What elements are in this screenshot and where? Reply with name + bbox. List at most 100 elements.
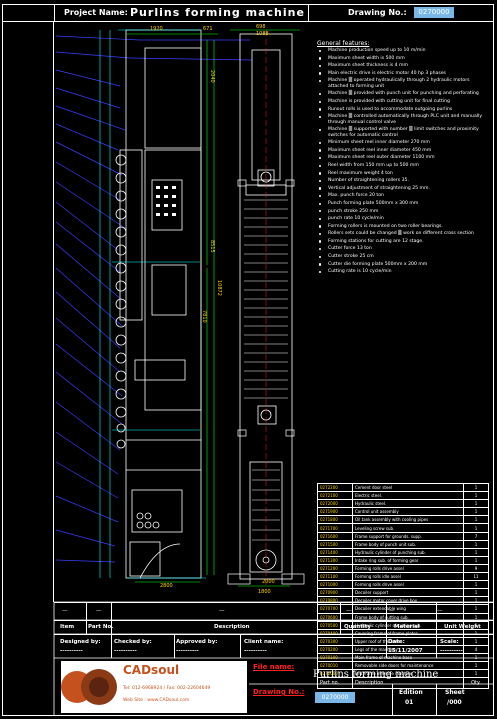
dash-cell: — <box>219 608 225 614</box>
date-value: 15/11/2007 <box>388 648 423 654</box>
drawing-no-value: 0270000 <box>315 692 355 703</box>
company-logo: CADsoul Tel: 012-6968924 / Fax: 002-2260… <box>61 661 247 713</box>
bom-cell-desc: Frame body of punch unit sub. <box>352 539 464 549</box>
designed-by-label: Designed by: <box>60 639 101 645</box>
tb-sep <box>386 602 387 658</box>
bom-cell-desc: Leveling screw sub. <box>352 523 464 533</box>
tb-sep <box>436 684 437 716</box>
sheet-value: /000 <box>447 699 462 706</box>
title-row-dashes: — — — — — — <box>54 602 494 620</box>
bom-cell-no: 0271700 <box>317 523 353 533</box>
dimension-text: 671 <box>203 26 213 32</box>
dash-cell: — <box>437 608 443 614</box>
left-strip <box>2 22 54 602</box>
note-item: Cutter die forming plate 500mm x 200 mm <box>317 262 491 267</box>
note-item: Machine ▒ provided with punch unit for p… <box>317 91 491 96</box>
header-bar: Project Name: Purlins forming machine Dr… <box>2 4 494 22</box>
bom-header-qty: Qty. <box>463 677 489 690</box>
bom-cell-desc: Frame support for grounds. supp. <box>352 531 464 541</box>
bom-cell-no: 0271200 <box>317 563 353 574</box>
drawing-frame <box>2 4 494 716</box>
sheet-label: Sheet <box>445 689 465 696</box>
cyan-guides <box>99 29 206 579</box>
notes-title: General features: <box>317 40 370 47</box>
bom-cell-no: 0270900 <box>317 588 353 598</box>
bom-cell-no: 0272200 <box>317 482 353 493</box>
date-label: Date: <box>388 639 405 645</box>
bom-cell-no: 0271300 <box>317 555 353 565</box>
dimension-text: 1800 <box>258 589 271 595</box>
top-view-rolls <box>244 199 288 541</box>
note-item: Runout rolls is used to accommodate outg… <box>317 107 491 112</box>
note-item: Number of straightening rollers 35. <box>317 178 491 183</box>
dash-cell: — <box>62 608 68 614</box>
client-name-label: Client name: <box>244 639 284 645</box>
bom-cell-qty: 7 <box>463 531 489 541</box>
leader-lines <box>55 35 253 563</box>
project-name: Purlins forming machine <box>130 6 305 19</box>
edition-label: Edition <box>399 689 423 696</box>
note-item: Cutter stroke 25 cm <box>317 254 491 259</box>
note-item: Forming stations for cutting are 12 stag… <box>317 239 491 244</box>
approved-by-value: ---------- <box>176 648 199 654</box>
heading-item: Item <box>60 624 75 630</box>
tb-sep <box>111 602 112 658</box>
note-item: Machine ▒ controlled automatically throu… <box>317 114 491 125</box>
bom-cell-qty: 11 <box>463 572 489 582</box>
dimension-text: 2800 <box>160 583 173 589</box>
note-item: punch rate 10 cycle/min <box>317 216 491 221</box>
note-item: Maximum sheet thickness is 4 mm <box>317 63 491 68</box>
bom-cell-qty: 1 <box>463 523 489 533</box>
bom-cell-qty: 1 <box>463 539 489 549</box>
note-item: Maximum sheet width is 500 mm <box>317 56 491 61</box>
heading-description: Description <box>214 624 250 630</box>
control-panel-dots <box>156 186 176 216</box>
bom-header-no: Part no. <box>317 677 353 690</box>
dimension-text: 8515 <box>209 240 215 253</box>
note-item: Main electric drive is electric motor 40… <box>317 71 491 76</box>
heading-material: Material <box>394 624 420 630</box>
checked-by-value: ---------- <box>114 648 137 654</box>
bom-cell-no: 0271500 <box>317 539 353 549</box>
bom-cell-qty: 1 <box>463 482 489 493</box>
scale-label: Scale: <box>440 639 459 645</box>
drawing-no-label: Drawing No.: <box>253 688 305 696</box>
tb-sep <box>240 634 241 658</box>
dimension-text: 1920 <box>150 26 163 32</box>
bom-cell-desc: Forming rolls idle assel <box>352 572 464 582</box>
bom-cell-desc: Cement door steel <box>352 482 464 493</box>
bom-cell-desc: Decoiler support <box>352 588 464 598</box>
note-item: Minimum sheet reel inner diameter 270 mm <box>317 140 491 145</box>
bom-cell-no: 0271600 <box>317 531 353 541</box>
note-item: Maximum sheet reel inner diameter 450 mm <box>317 148 491 153</box>
bom-cell-qty: 1 <box>463 499 489 509</box>
title-row-headings: Item Part No. Description Quantity Mater… <box>54 620 494 634</box>
company-web: Web Site : www.CADsoul.com <box>123 698 190 703</box>
bom-cell-no: 0271900 <box>317 507 353 517</box>
note-item: Rollers sets could be changed ▒ work on … <box>317 231 491 236</box>
bom-cell-desc: Oil tank assembly with cooling pipes <box>352 515 464 525</box>
note-item: Forming rollers is mounted on two roller… <box>317 224 491 229</box>
dimension-text: 2040 <box>209 70 215 83</box>
side-rollers <box>115 154 160 529</box>
tb-sep <box>436 602 437 658</box>
side-supports <box>227 179 305 585</box>
bom-cell-qty: 1 <box>463 547 489 557</box>
drawing-label: Drawing No.: <box>348 8 407 17</box>
